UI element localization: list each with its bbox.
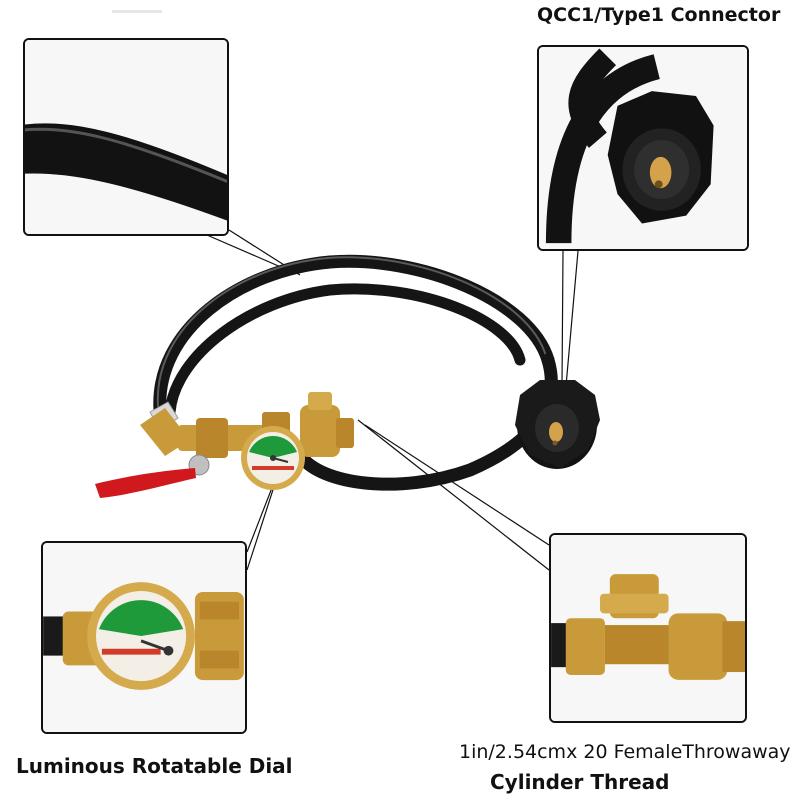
dial-label: Luminous Rotatable Dial <box>16 754 293 778</box>
hose <box>153 254 558 491</box>
thread-name-label: Cylinder Thread <box>490 770 670 794</box>
callout-thread <box>549 533 747 723</box>
hose-closeup <box>25 40 227 234</box>
decorative-line <box>112 10 162 13</box>
thread-closeup <box>551 535 745 721</box>
thread-size-label: 1in/2.54cmx 20 FemaleThrowaway <box>459 741 791 763</box>
callout-connector <box>537 45 749 251</box>
callout-dial <box>41 541 247 734</box>
callout-hose <box>23 38 229 236</box>
dial-closeup <box>43 543 245 732</box>
brass-fitting <box>95 392 354 498</box>
connector-closeup <box>539 47 747 249</box>
connector-label: QCC1/Type1 Connector <box>537 4 781 26</box>
qcc1-connector <box>515 380 600 469</box>
